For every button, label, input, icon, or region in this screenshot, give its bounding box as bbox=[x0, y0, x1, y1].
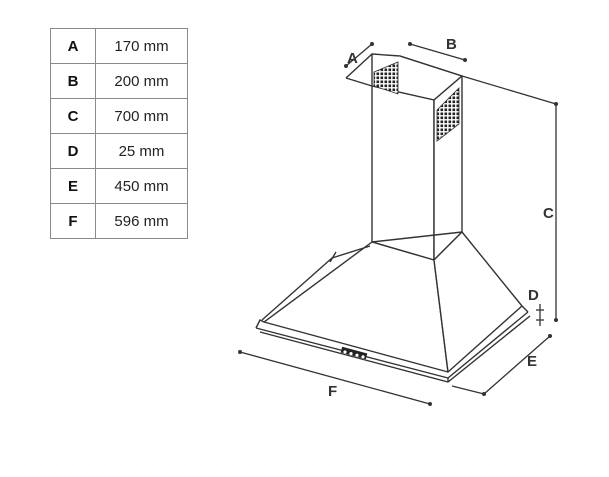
control-panel bbox=[340, 346, 368, 360]
dimensions-table: A 170 mm B 200 mm C 700 mm D 25 mm E 450… bbox=[50, 28, 188, 239]
dimension-row: F 596 mm bbox=[50, 203, 188, 239]
dimension-row: C 700 mm bbox=[50, 98, 188, 134]
dimension-value: 25 mm bbox=[95, 133, 188, 169]
vent-grille-left bbox=[373, 61, 399, 95]
dimension-label-a: A bbox=[347, 50, 358, 67]
dimension-label-f: F bbox=[328, 383, 337, 400]
dimension-value: 200 mm bbox=[95, 63, 188, 99]
vent-grille-right bbox=[436, 87, 460, 142]
dimension-label-b: B bbox=[446, 36, 457, 53]
dimension-lines bbox=[239, 43, 557, 405]
chimney-duct bbox=[345, 53, 463, 261]
dimension-row: B 200 mm bbox=[50, 63, 188, 99]
canopy bbox=[255, 231, 531, 383]
dimension-key: E bbox=[50, 168, 96, 204]
dimension-end-dots bbox=[238, 42, 558, 406]
dimension-value: 450 mm bbox=[95, 168, 188, 204]
dimension-key: F bbox=[50, 203, 96, 239]
dimension-label-c: C bbox=[543, 205, 554, 222]
dimension-row: E 450 mm bbox=[50, 168, 188, 204]
dimension-value: 596 mm bbox=[95, 203, 188, 239]
dimension-value: 700 mm bbox=[95, 98, 188, 134]
dimension-label-e: E bbox=[527, 353, 537, 370]
dimension-row: D 25 mm bbox=[50, 133, 188, 169]
dimension-label-d: D bbox=[528, 287, 539, 304]
dimension-key: A bbox=[50, 28, 96, 64]
